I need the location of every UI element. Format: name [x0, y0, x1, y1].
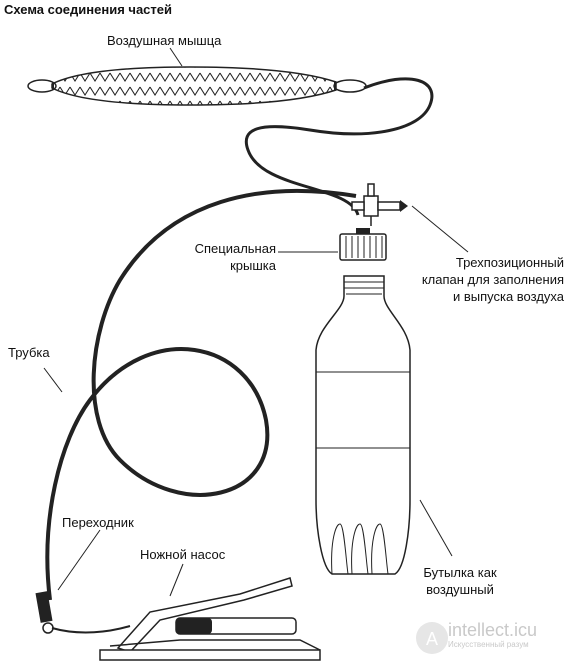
svg-text:A: A — [426, 629, 438, 649]
watermark-text: intellect.icu — [448, 620, 538, 640]
label-bottle: Бутылка как воздушный — [410, 564, 510, 598]
air-muscle — [27, 66, 367, 106]
main-tube — [45, 188, 357, 601]
foot-pump[interactable] — [99, 577, 321, 661]
bottle-leader — [419, 499, 453, 557]
label-special-cap-line2: крышка — [230, 258, 276, 273]
label-valve: Трехпозиционный клапан для заполнения и … — [412, 254, 564, 305]
label-valve-line1: Трехпозиционный — [455, 255, 564, 270]
air-muscle-leader — [169, 47, 183, 67]
valve-leader — [411, 205, 469, 253]
tube-leader — [43, 367, 63, 393]
diagram-title: Схема соединения частей — [4, 2, 173, 17]
adapter — [35, 591, 131, 634]
special-cap — [339, 228, 387, 261]
label-foot-pump: Ножной насос — [140, 547, 226, 562]
label-tube: Трубка — [8, 345, 50, 360]
muscle-hose — [244, 77, 434, 216]
label-adapter: Переходник — [62, 515, 134, 530]
label-bottle-line2: воздушный — [426, 582, 494, 597]
watermark-logo: A — [416, 622, 448, 654]
bottle — [315, 275, 411, 575]
watermark-subtext: Искусственный разум — [448, 640, 529, 649]
label-valve-line3: и выпуска воздуха — [452, 289, 564, 304]
three-way-valve[interactable] — [351, 183, 408, 226]
pump-leader — [169, 563, 184, 597]
label-air-muscle: Воздушная мышца — [107, 33, 222, 48]
label-valve-line2: клапан для заполнения — [421, 272, 564, 287]
label-special-cap: Специальная крышка — [188, 240, 276, 274]
adapter-leader — [57, 529, 101, 591]
label-bottle-line1: Бутылка как — [423, 565, 497, 580]
label-special-cap-line1: Специальная — [194, 241, 276, 256]
